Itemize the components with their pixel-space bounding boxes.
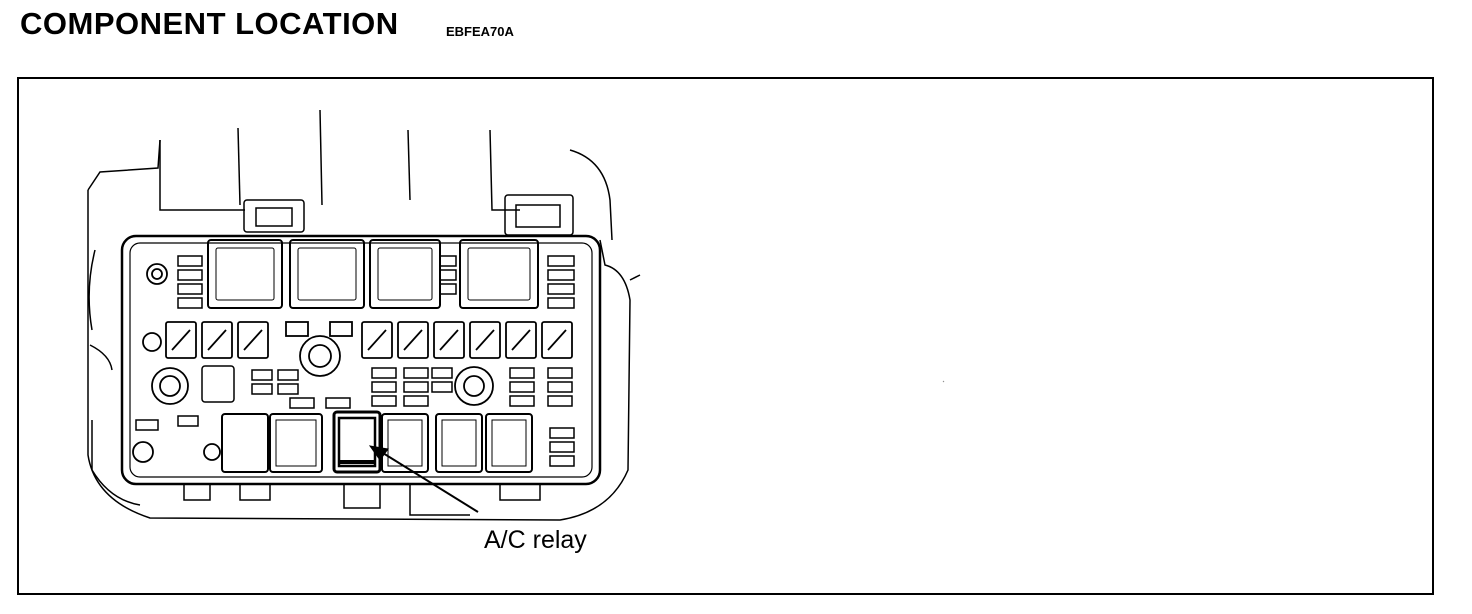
upper-relays — [207, 239, 539, 309]
bottom-tabs — [183, 484, 541, 516]
small-fuses-upper — [177, 255, 575, 309]
page-title: COMPONENT LOCATION — [20, 6, 399, 41]
ac-relay-label: A/C relay — [484, 526, 587, 554]
fuse-box-inner — [129, 242, 593, 478]
figure-frame — [17, 77, 1434, 595]
fuse-box-outer — [120, 234, 602, 486]
ac-relay-leader — [368, 445, 479, 513]
housing-outline — [87, 109, 641, 521]
blade-fuse-row — [165, 321, 573, 359]
lower-relays — [221, 413, 533, 473]
small-fuses-lower-right — [549, 427, 575, 467]
mounting-bolts — [132, 263, 494, 463]
latches — [243, 194, 574, 236]
mini-fuses-middle — [135, 365, 573, 431]
document-code: EBFEA70A — [446, 24, 514, 39]
ac-relay — [332, 410, 382, 474]
